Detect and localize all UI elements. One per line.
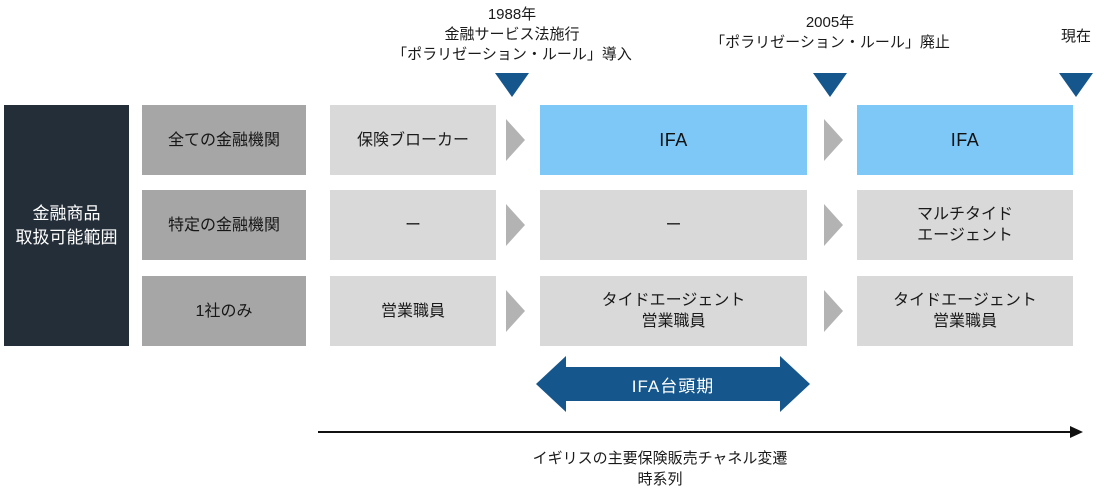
cell-col1-row3: 営業職員	[330, 276, 496, 346]
cell-col2-row1-ifa: IFA	[540, 105, 807, 175]
flow-chevron-icon	[506, 204, 525, 246]
cell-col3-row1-ifa: IFA	[857, 105, 1073, 175]
flow-chevron-icon	[824, 290, 843, 332]
flow-chevron-icon	[506, 290, 525, 332]
cell-col2-row2: ー	[540, 190, 807, 260]
flow-chevron-icon	[824, 204, 843, 246]
cell-col2-row3: タイドエージェント 営業職員	[540, 276, 807, 346]
row-label-specific-institutions: 特定の金融機関	[142, 190, 306, 260]
row-label-single-company: 1社のみ	[142, 276, 306, 346]
time-axis-line	[318, 431, 1072, 433]
row-label-all-institutions: 全ての金融機関	[142, 105, 306, 175]
double-arrow-right-head-icon	[780, 356, 810, 412]
timeline-event-present-label: 現在	[1060, 28, 1091, 45]
cell-col3-row3: タイドエージェント 営業職員	[857, 276, 1073, 346]
timeline-marker-2005-icon	[813, 73, 847, 97]
diagram-caption: イギリスの主要保険販売チャネル変遷 時系列	[532, 450, 788, 488]
flow-chevron-icon	[506, 119, 525, 161]
time-axis-arrowhead-icon	[1070, 426, 1083, 438]
timeline-event-1988-label: 1988年 金融サービス法施行 「ポラリゼーション・ルール」導入	[392, 6, 632, 63]
double-arrow-left-head-icon	[536, 356, 566, 412]
cell-col1-row2: ー	[330, 190, 496, 260]
cell-col1-row1: 保険ブローカー	[330, 105, 496, 175]
timeline-marker-present-icon	[1059, 73, 1093, 97]
timeline-marker-1988-icon	[495, 73, 529, 97]
row-group-header: 金融商品 取扱可能範囲	[4, 105, 129, 346]
cell-col3-row2: マルチタイド エージェント	[857, 190, 1073, 260]
ifa-period-label: IFA台頭期	[566, 367, 780, 401]
ifa-period-double-arrow: IFA台頭期	[536, 356, 810, 412]
timeline-event-2005-label: 2005年 「ポラリゼーション・ルール」廃止	[710, 14, 950, 51]
flow-chevron-icon	[824, 119, 843, 161]
